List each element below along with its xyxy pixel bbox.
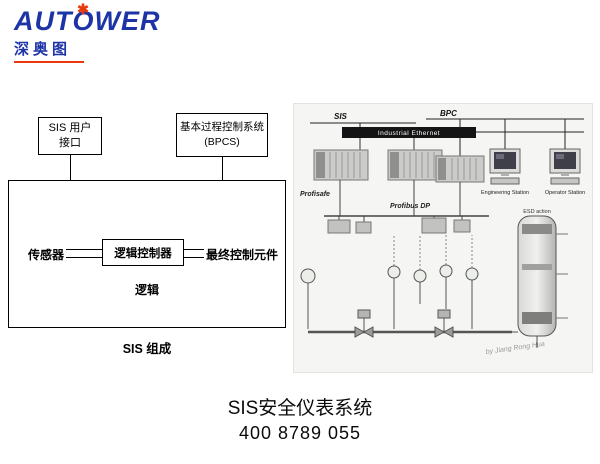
process-vessel bbox=[512, 215, 568, 348]
profibus-label: Profibus DP bbox=[390, 203, 430, 210]
profisafe-label: Profisafe bbox=[300, 191, 330, 198]
io-modules bbox=[327, 217, 471, 234]
transmitter-instruments bbox=[300, 235, 479, 329]
plc-rack-process bbox=[387, 149, 443, 181]
brand-text-o: O bbox=[72, 6, 95, 36]
connector-line bbox=[184, 249, 204, 250]
brand-wordmark: AUTO✱WER bbox=[14, 2, 161, 36]
operator-station-label: Operator Station bbox=[545, 190, 585, 196]
engineering-station-label: Engineering Station bbox=[481, 190, 529, 196]
sensor-label: 传感器 bbox=[28, 248, 65, 262]
rack-drop-lines bbox=[359, 138, 415, 150]
ethernet-bar bbox=[342, 127, 476, 138]
logic-controller-box: 逻辑控制器 bbox=[102, 239, 184, 266]
plc-rack-bpc bbox=[435, 155, 485, 183]
control-valve-2 bbox=[434, 309, 454, 338]
fieldbus-lines bbox=[324, 180, 489, 222]
sis-user-interface-line1: SIS 用户 bbox=[48, 122, 92, 135]
process-diagram-graphic: SIS BPC Industrial Ethernet bbox=[300, 109, 585, 356]
bpcs-line2: (BPCS) bbox=[204, 136, 240, 148]
logo: AUTO✱WER 深奥图 bbox=[14, 2, 161, 63]
sis-outer-box bbox=[8, 180, 286, 328]
engineering-station-monitor bbox=[489, 148, 521, 185]
ethernet-label: Industrial Ethernet bbox=[378, 130, 440, 137]
connector-line bbox=[66, 257, 102, 258]
logic-controller-label: 逻辑控制器 bbox=[114, 247, 172, 260]
star-icon: ✱ bbox=[77, 1, 90, 17]
bpc-system-label: BPC bbox=[440, 109, 457, 118]
sis-user-interface-box: SIS 用户 接口 bbox=[38, 117, 102, 155]
bpcs-line1: 基本过程控制系统 bbox=[180, 121, 264, 134]
brand-text-left: AUT bbox=[14, 6, 73, 36]
bpcs-box: 基本过程控制系统 (BPCS) bbox=[176, 113, 268, 157]
esd-action-label: ESD action bbox=[523, 209, 551, 215]
plc-rack-safety bbox=[313, 149, 369, 181]
logo-underline bbox=[14, 61, 84, 63]
sis-system-label: SIS bbox=[334, 112, 348, 121]
brand-text-right: WER bbox=[94, 6, 161, 36]
brand-subtitle: 深奥图 bbox=[14, 41, 72, 58]
diagram-caption: SIS 组成 bbox=[122, 342, 172, 356]
logic-label: 逻辑 bbox=[134, 283, 159, 297]
connector-line bbox=[184, 257, 204, 258]
footer-phone: 400 8789 055 bbox=[238, 423, 362, 443]
final-element-label: 最终控制元件 bbox=[206, 248, 279, 262]
operator-station-monitor bbox=[549, 148, 581, 185]
connector-line bbox=[222, 157, 223, 180]
connector-line bbox=[70, 155, 71, 180]
sis-user-interface-line2: 接口 bbox=[59, 137, 81, 149]
control-valve-1 bbox=[354, 309, 374, 338]
footer-title: SIS安全仪表系统 bbox=[227, 398, 373, 419]
process-diagram-image: SIS BPC Industrial Ethernet bbox=[293, 103, 593, 373]
watermark-text: by Jiang Rong Hua bbox=[485, 341, 545, 356]
connector-line bbox=[66, 249, 102, 250]
